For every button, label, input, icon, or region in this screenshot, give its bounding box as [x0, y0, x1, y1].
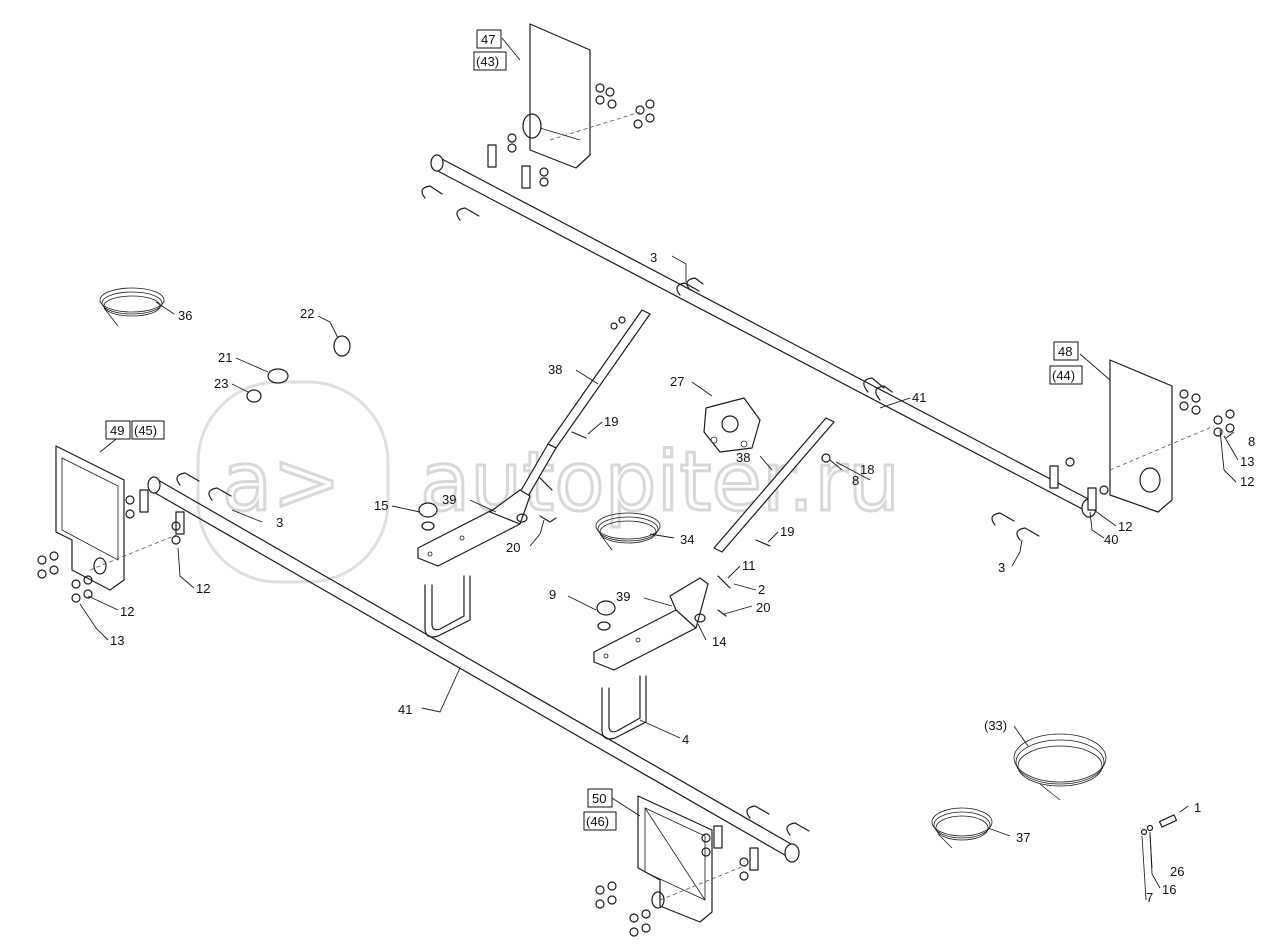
caps: [246, 335, 351, 403]
label-13-left: 13: [110, 633, 124, 648]
u-bolts: [176, 185, 1040, 836]
label-36: 36: [178, 308, 192, 323]
label-18: 18: [860, 462, 874, 477]
bracket-39-upper: [417, 489, 531, 567]
boxed-labels: 47 (43) 48 (44) 49 (45) 50 (46): [105, 29, 1083, 831]
mudflap-47: [487, 23, 655, 189]
label-9: 9: [549, 587, 556, 602]
label-22: 22: [300, 306, 314, 321]
mudflap-48: [1049, 359, 1235, 513]
lower-tube: [147, 476, 800, 863]
label-43: (43): [476, 54, 499, 69]
bracket-39-lower: [593, 577, 709, 671]
label-16: 16: [1162, 882, 1176, 897]
hose-37: [931, 807, 993, 849]
label-33: (33): [984, 718, 1007, 733]
label-12-left-b: 12: [120, 604, 134, 619]
mudflap-49: [37, 445, 185, 603]
hose-33: [1013, 733, 1107, 801]
label-13-right: 13: [1240, 454, 1254, 469]
label-41-upper: 41: [912, 390, 926, 405]
label-12-right-a: 12: [1240, 474, 1254, 489]
label-37: 37: [1016, 830, 1030, 845]
label-20-lower: 20: [756, 600, 770, 615]
label-4: 4: [682, 732, 689, 747]
hose-36: [99, 287, 165, 327]
label-23: 23: [214, 376, 228, 391]
watermark-logo-frame: [196, 380, 390, 584]
label-8-center: 8: [852, 473, 859, 488]
callout-labels: 1 2 3 3 3 4 7 8 8 9 11 12 12 12 12 13 13…: [110, 250, 1255, 905]
label-11: 11: [742, 558, 756, 573]
label-38-lower: 38: [736, 450, 750, 465]
valve-27: [703, 397, 761, 453]
label-38-upper: 38: [548, 362, 562, 377]
label-1: 1: [1194, 800, 1201, 815]
u-bolt-4-lower: [601, 675, 647, 740]
label-2: 2: [758, 582, 765, 597]
label-12-right-b: 12: [1118, 519, 1132, 534]
label-15: 15: [374, 498, 388, 513]
label-7: 7: [1146, 890, 1153, 905]
label-8-right: 8: [1248, 434, 1255, 449]
label-34: 34: [680, 532, 694, 547]
label-3-right: 3: [998, 560, 1005, 575]
label-12-left-a: 12: [196, 581, 210, 596]
mudflap-50: [595, 795, 759, 937]
label-48: 48: [1058, 344, 1072, 359]
fittings: [1140, 814, 1178, 901]
label-19-lower: 19: [780, 524, 794, 539]
hose-34: [595, 512, 661, 551]
label-20-upper: 20: [506, 540, 520, 555]
label-40: 40: [1104, 532, 1118, 547]
label-46: (46): [586, 814, 609, 829]
watermark: a> autopiter.ru: [196, 380, 901, 584]
label-3-top: 3: [650, 250, 657, 265]
label-47: 47: [481, 32, 495, 47]
nut-9: [596, 600, 616, 631]
nut-15: [418, 502, 438, 531]
label-27: 27: [670, 374, 684, 389]
label-21: 21: [218, 350, 232, 365]
label-49: 49: [110, 423, 124, 438]
label-39-upper: 39: [442, 492, 456, 507]
u-bolt-4-upper: [424, 575, 471, 638]
label-26: 26: [1170, 864, 1184, 879]
pins: [516, 431, 771, 623]
strut-38-right: [713, 417, 835, 553]
label-39-lower: 39: [616, 589, 630, 604]
label-41-lower: 41: [398, 702, 412, 717]
label-45: (45): [134, 423, 157, 438]
label-14: 14: [712, 634, 726, 649]
label-3-left: 3: [276, 515, 283, 530]
leader-lines: [79, 37, 1239, 900]
watermark-logo-mark: a>: [222, 435, 341, 530]
label-19-upper: 19: [604, 414, 618, 429]
label-44: (44): [1052, 368, 1075, 383]
label-50: 50: [592, 791, 606, 806]
